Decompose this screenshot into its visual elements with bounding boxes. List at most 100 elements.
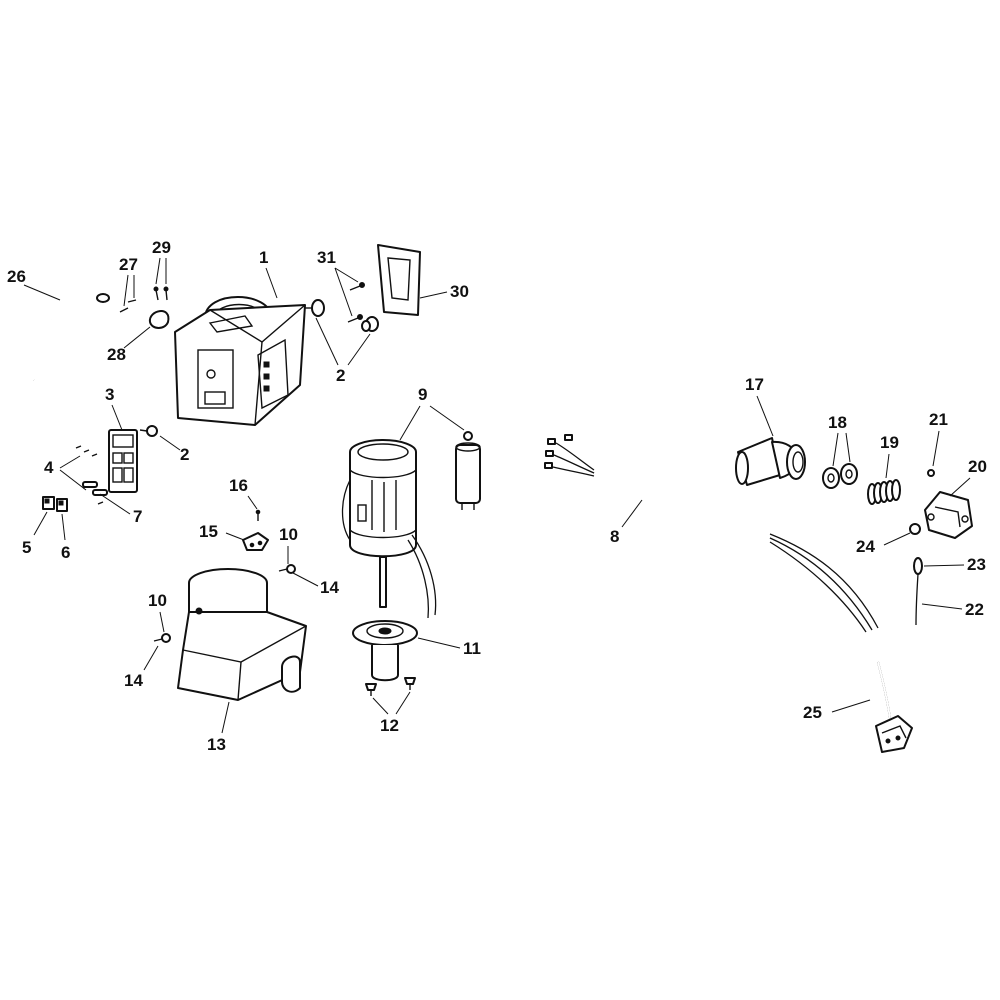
leader-15: [225, 532, 245, 541]
leader-31-2: [334, 267, 353, 317]
leader-21: [932, 430, 940, 467]
part-17-connector-body: [735, 437, 806, 486]
part-24-o-ring: [909, 523, 921, 535]
part-25-plug: [875, 661, 913, 753]
leader-27-1: [123, 274, 129, 307]
leader-23: [923, 564, 965, 567]
leader-3: [111, 404, 123, 431]
leader-22: [921, 603, 963, 610]
callout-15: 15: [199, 522, 218, 541]
leader-2a-1: [315, 317, 339, 366]
leader-13: [221, 701, 230, 734]
callout-19: 19: [880, 433, 899, 452]
callout-5: 5: [22, 538, 31, 557]
callout-21: 21: [929, 410, 948, 429]
callout-9: 9: [418, 385, 427, 404]
part-7-clip: [82, 481, 108, 496]
part-20-cover-plate: [924, 491, 973, 539]
callout-20: 20: [968, 457, 987, 476]
part-2-screw-right: [139, 425, 158, 437]
callout-1: 1: [259, 248, 268, 267]
callout-2a: 2: [336, 366, 345, 385]
callout-13: 13: [207, 735, 226, 754]
part-12-screws: [365, 677, 416, 696]
leader-29-1: [155, 257, 161, 285]
callout-10a: 10: [279, 525, 298, 544]
callout-11: 11: [463, 639, 481, 658]
leader-17: [756, 395, 774, 437]
callout-16: 16: [229, 476, 248, 495]
leader-2b: [159, 435, 181, 451]
leader-10b: [159, 611, 165, 633]
callout-23: 23: [967, 555, 986, 574]
part-9-motor: [341, 439, 437, 619]
part-27-screws: [119, 299, 137, 313]
part-11-impeller: [352, 620, 418, 682]
leader-24: [883, 532, 911, 546]
part-15-connector: [242, 532, 269, 551]
leader-9-1: [399, 405, 421, 441]
leader-6: [61, 513, 66, 541]
part-8-wiring-harness: [544, 434, 879, 633]
leader-4-2: [59, 469, 87, 491]
leader-8: [621, 499, 643, 528]
part-16-screw: [255, 509, 261, 521]
callout-14a: 14: [320, 578, 339, 597]
part-29-screws: [153, 286, 169, 301]
part-6-switch: [56, 498, 68, 512]
callout-27: 27: [119, 255, 138, 274]
leader-30: [419, 291, 448, 299]
leader-1: [265, 267, 278, 299]
leader-7: [99, 493, 131, 515]
callout-12: 12: [380, 716, 399, 735]
leader-25: [831, 699, 871, 713]
part-21-screw: [927, 469, 935, 477]
callout-22: 22: [965, 600, 984, 619]
leader-20: [949, 477, 971, 497]
callout-8: 8: [610, 527, 619, 546]
callout-3: 3: [105, 385, 114, 404]
callout-7: 7: [133, 507, 142, 526]
callout-4: 4: [44, 458, 54, 477]
leader-5: [33, 511, 48, 536]
leader-16: [247, 495, 258, 510]
leader-11: [417, 637, 461, 649]
part-19-spring: [867, 479, 901, 505]
part-22-lead: [915, 573, 919, 626]
leader-18-1: [832, 432, 839, 467]
part-5-switch: [42, 496, 55, 510]
leader-12-2: [395, 691, 411, 715]
leader-12-1: [372, 697, 389, 715]
callout-6: 6: [61, 543, 70, 562]
leader-18-2: [845, 432, 851, 463]
callout-17: 17: [745, 375, 764, 394]
callout-14b: 14: [124, 671, 143, 690]
leader-26: [23, 284, 61, 301]
leader-28: [123, 326, 151, 349]
part-10-washer-bottom: [153, 633, 171, 643]
part-30-bracket: [377, 244, 421, 316]
leader-2a-2: [347, 333, 371, 366]
part-9-capacitor: [455, 431, 481, 510]
callout-28: 28: [107, 345, 126, 364]
callout-24: 24: [856, 537, 875, 556]
part-18-grommets: [822, 463, 858, 489]
callout-29: 29: [152, 238, 171, 257]
callout-10b: 10: [148, 591, 167, 610]
callout-18: 18: [828, 413, 847, 432]
part-13-pump-body: [177, 568, 307, 701]
part-1-housing: [174, 296, 306, 426]
callout-31: 31: [317, 248, 336, 267]
part-26-cable: [31, 293, 110, 381]
callout-30: 30: [450, 282, 469, 301]
leader-14a: [292, 572, 319, 587]
callout-26: 26: [7, 267, 26, 286]
part-28-clamp: [148, 310, 170, 329]
leader-19: [885, 453, 890, 479]
leader-31-1: [334, 267, 359, 283]
callout-25: 25: [803, 703, 822, 722]
leader-14b: [143, 645, 159, 671]
part-2-knob-top: [304, 299, 325, 317]
part-3-control-panel: [108, 429, 138, 493]
part-31-screws: [347, 282, 365, 323]
